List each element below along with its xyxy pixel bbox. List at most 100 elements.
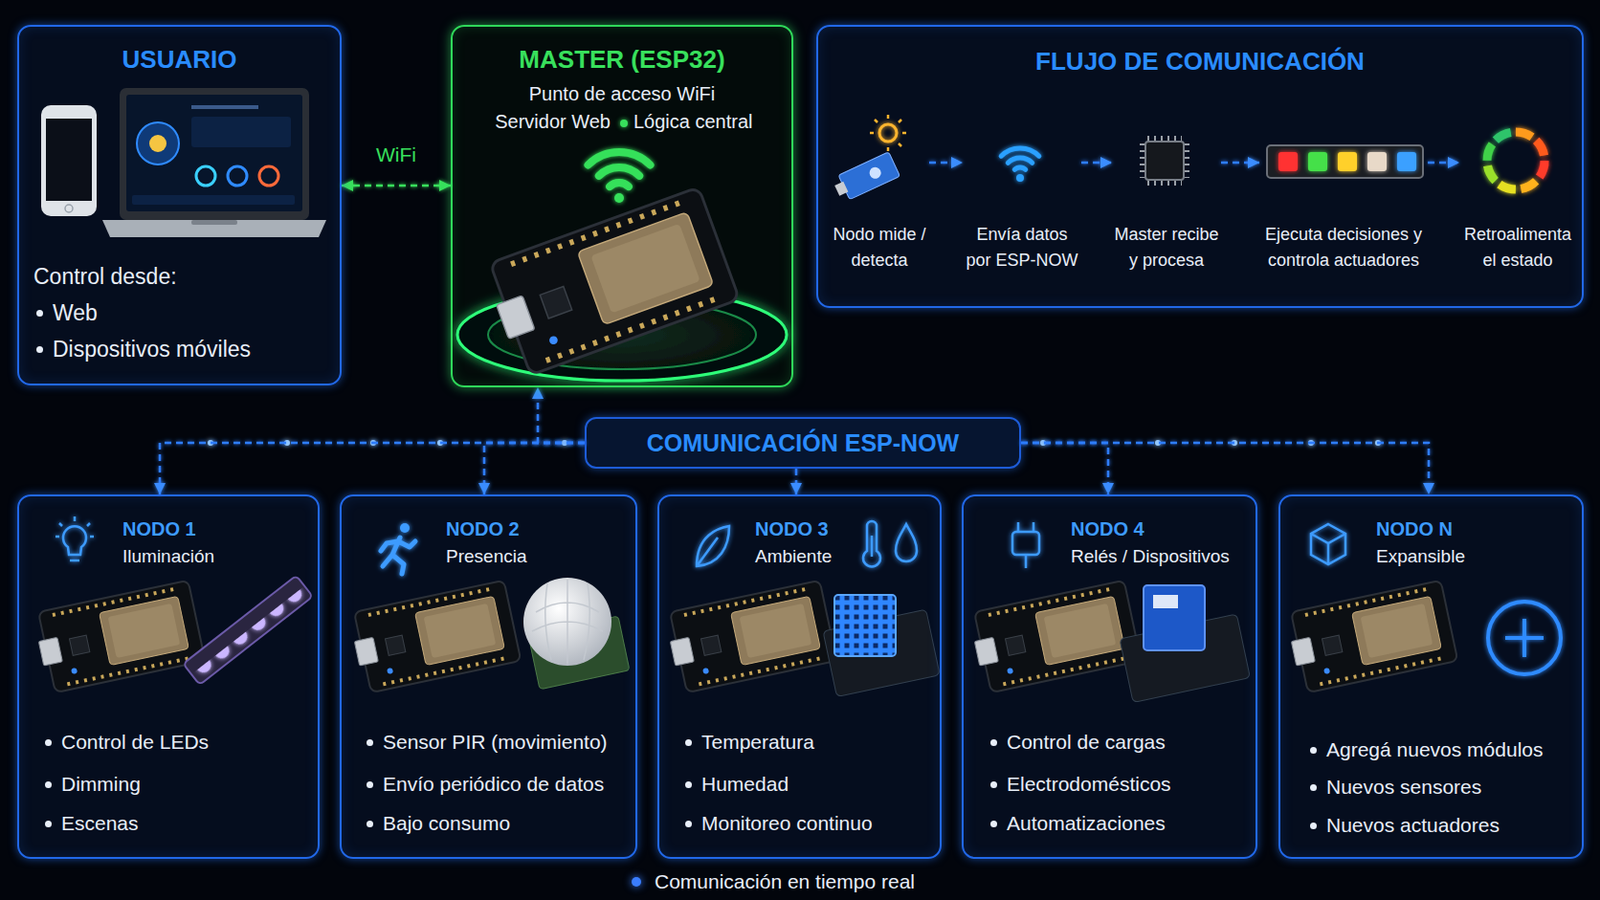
wifi-icon bbox=[1007, 157, 1032, 163]
node-card: NODO 1IluminaciónControl de LEDsDimmingE… bbox=[17, 494, 320, 860]
laptop bbox=[136, 122, 179, 165]
node-card: NODO 2PresenciaSensor PIR (movimiento)En… bbox=[339, 494, 638, 860]
led-strip bbox=[1337, 152, 1357, 172]
wifi-icon bbox=[609, 182, 629, 187]
dht-sensor bbox=[834, 595, 896, 657]
panel-title: USUARIO bbox=[19, 45, 340, 75]
bullet-item: Humedad bbox=[701, 773, 789, 797]
legend-swatch bbox=[631, 877, 642, 888]
esp32-board bbox=[348, 580, 521, 695]
runner-icon bbox=[380, 523, 416, 575]
node-title: NODO 1 bbox=[122, 518, 197, 541]
led-strip bbox=[1308, 152, 1328, 172]
runner-icon bbox=[380, 537, 416, 575]
dht-sensor bbox=[822, 595, 940, 697]
led-bar bbox=[182, 576, 312, 686]
flow-step: Ejecuta decisiones y controla actuadores bbox=[1259, 116, 1428, 280]
plug-icon bbox=[1012, 522, 1040, 569]
bullet-item: Nuevos sensores bbox=[1326, 776, 1482, 800]
led-bar bbox=[228, 625, 250, 647]
esp32-board bbox=[32, 580, 205, 695]
laptop bbox=[191, 220, 238, 225]
pir-sensor bbox=[523, 577, 612, 667]
panel-text: Control desde: bbox=[33, 264, 178, 289]
status-ring bbox=[1487, 132, 1545, 190]
status-ring bbox=[1487, 132, 1545, 190]
relay-module bbox=[1119, 585, 1250, 704]
cube-icon bbox=[1311, 524, 1346, 565]
drop-icon bbox=[895, 524, 917, 562]
esp32-board bbox=[482, 187, 740, 379]
node-subtitle: Relés / Dispositivos bbox=[1070, 546, 1230, 568]
panel-fill bbox=[816, 24, 1584, 309]
pir-sensor bbox=[532, 579, 603, 665]
separator-dot bbox=[620, 119, 628, 128]
led-bar bbox=[210, 640, 232, 662]
led-bar bbox=[283, 583, 305, 605]
bullet-item: Web bbox=[52, 300, 98, 326]
sensor-icon bbox=[834, 181, 848, 197]
bulb-icon bbox=[69, 559, 80, 563]
sensor-icon bbox=[869, 114, 907, 152]
master-panel: MASTER (ESP32)Punto de acceso WiFiServid… bbox=[450, 24, 794, 388]
step-caption: Master recibe y procesa bbox=[1111, 222, 1222, 274]
led-bar bbox=[182, 576, 312, 686]
laptop bbox=[196, 166, 216, 186]
bulb-icon bbox=[63, 526, 87, 556]
phone bbox=[41, 105, 97, 217]
step-caption: Nodo mide / detecta bbox=[829, 222, 930, 274]
sensor-icon bbox=[867, 165, 884, 181]
laptop bbox=[259, 166, 279, 186]
runner-icon bbox=[400, 523, 410, 534]
panel-fill bbox=[17, 494, 320, 860]
status-ring bbox=[1487, 132, 1545, 190]
phone bbox=[45, 118, 92, 201]
drop-icon bbox=[895, 524, 917, 562]
led-strip bbox=[1367, 152, 1387, 172]
esp32-board bbox=[968, 580, 1141, 695]
relay-module bbox=[1153, 595, 1178, 609]
node-title: NODO 3 bbox=[755, 518, 829, 541]
esp32-board bbox=[1285, 580, 1458, 695]
laptop bbox=[119, 88, 310, 221]
esp32-board bbox=[664, 580, 837, 695]
laptop bbox=[149, 134, 167, 153]
wifi-icon bbox=[588, 152, 651, 165]
leaf-icon bbox=[696, 526, 730, 567]
step-caption: Ejecuta decisiones y controla actuadores bbox=[1259, 222, 1428, 274]
edge-label: WiFi bbox=[376, 143, 417, 167]
esp32-board bbox=[968, 580, 1141, 695]
panel-text: Lógica central bbox=[633, 111, 754, 134]
bullet-item: Nuevos actuadores bbox=[1326, 814, 1500, 838]
connector bbox=[341, 184, 451, 188]
sensor-icon bbox=[831, 114, 907, 203]
flow-step: Nodo mide / detecta bbox=[829, 116, 930, 280]
panel-fill bbox=[450, 24, 794, 388]
wifi-icon bbox=[588, 152, 651, 203]
status-ring bbox=[1487, 132, 1545, 190]
led-strip bbox=[1266, 145, 1423, 178]
bullet-item: Sensor PIR (movimiento) bbox=[382, 731, 608, 755]
chip-icon bbox=[1142, 138, 1187, 183]
sensor-icon bbox=[831, 152, 901, 203]
node-subtitle: Expansible bbox=[1376, 546, 1466, 568]
flow-step: Retroalimenta el estado bbox=[1459, 116, 1577, 280]
step-caption: Envía datos por ESP-NOW bbox=[962, 222, 1082, 274]
sensor-icon bbox=[879, 124, 897, 142]
connector bbox=[1221, 161, 1260, 165]
bullet-item: Dimming bbox=[61, 773, 141, 797]
panel-fill bbox=[1278, 494, 1584, 860]
esp32-board bbox=[32, 580, 205, 695]
esp32-board bbox=[1285, 580, 1458, 695]
node-card: NODO 4Relés / DispositivosControl de car… bbox=[961, 494, 1258, 860]
flow-panel: FLUJO DE COMUNICACIÓN Nodo mide / detecta… bbox=[816, 24, 1584, 309]
laptop bbox=[191, 105, 259, 110]
thermometer-icon bbox=[863, 521, 881, 567]
bullet-item: Dispositivos móviles bbox=[52, 336, 251, 362]
panel-fill bbox=[961, 494, 1258, 860]
cube-icon bbox=[1311, 524, 1346, 565]
panel-title: FLUJO DE COMUNICACIÓN bbox=[818, 47, 1582, 77]
panel-fill bbox=[657, 494, 942, 860]
